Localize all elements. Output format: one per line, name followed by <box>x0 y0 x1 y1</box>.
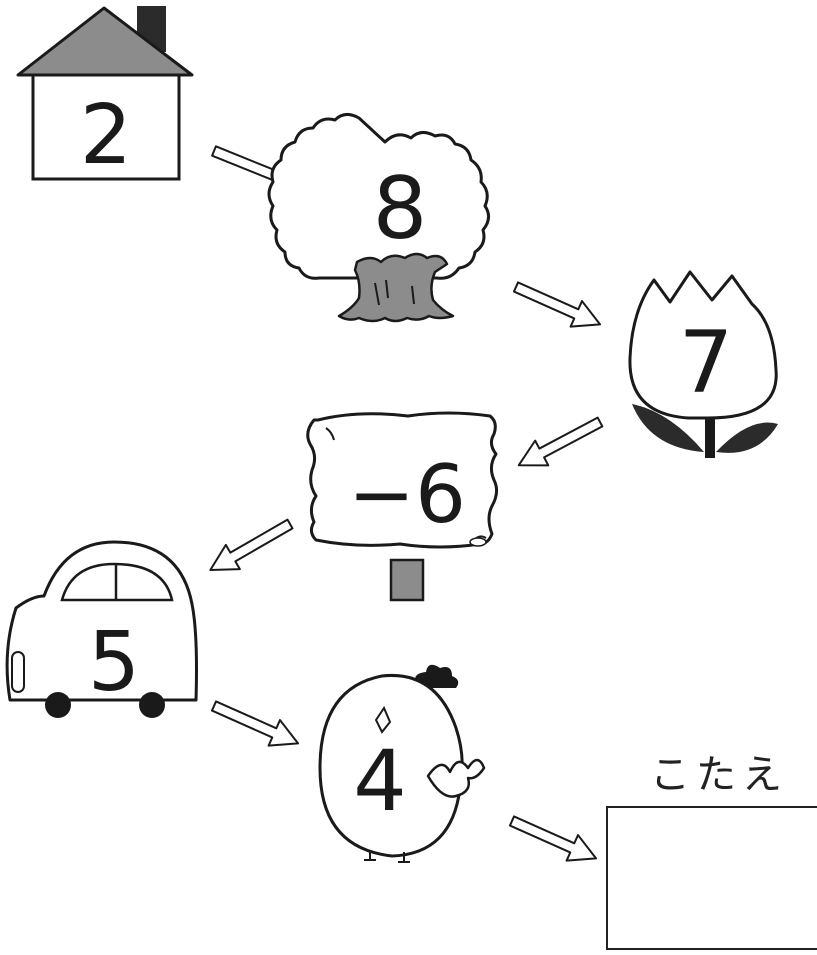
arrow-icon <box>509 273 607 339</box>
sign-number: −6 <box>348 448 466 541</box>
tulip-icon: 7 <box>628 270 778 458</box>
answer-label: こたえ <box>650 752 788 798</box>
tree-number: 8 <box>373 159 428 259</box>
arrow-icon <box>511 408 608 479</box>
tulip-number: 7 <box>679 313 734 413</box>
arrow-icon <box>505 807 603 873</box>
car-icon: 5 <box>5 540 198 718</box>
tree-icon: 8 <box>267 113 490 323</box>
chick-icon: 4 <box>318 664 486 863</box>
signpost-icon: −6 <box>306 411 499 602</box>
arrow-icon <box>207 692 305 758</box>
answer-box[interactable] <box>606 806 817 950</box>
car-number: 5 <box>88 615 140 710</box>
arrow-icon <box>202 510 298 584</box>
chick-number: 4 <box>353 732 406 830</box>
house-icon: 2 <box>16 6 194 183</box>
house-number: 2 <box>80 88 132 183</box>
